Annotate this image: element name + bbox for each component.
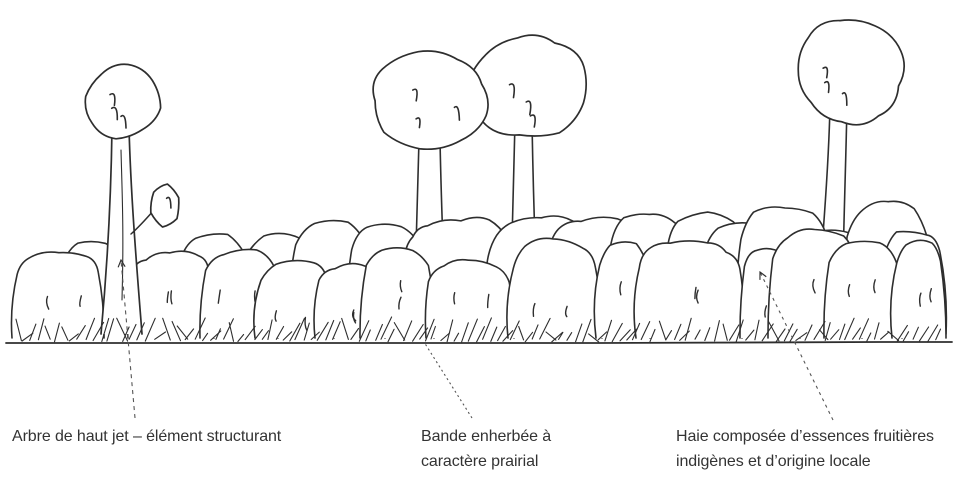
tree-crown [373,51,488,149]
label-hedge-line-1: Haie composée d’essences fruitières [676,424,934,449]
label-tall-tree: Arbre de haut jet – élément structurant [12,424,281,449]
label-hedge: Haie composée d’essences fruitières indi… [676,424,934,474]
hedge-shrub [11,252,104,338]
label-grass-strip-line-2: caractère prairial [421,449,551,474]
hedge-shrub [425,260,514,338]
tree-crown [798,20,904,125]
tree-crown [467,35,586,136]
hedge-shrub [507,238,602,338]
label-grass-strip: Bande enherbée à caractère prairial [421,424,551,474]
leader-line-grass-strip [424,342,472,418]
tree-crown [151,184,179,227]
label-grass-strip-line-1: Bande enherbée à [421,424,551,449]
tree-crown [85,64,160,139]
hedge-shrub [891,240,946,338]
hedge-shrub [634,241,743,338]
label-hedge-line-2: indigènes et d’origine locale [676,449,934,474]
ground-line [6,342,952,343]
